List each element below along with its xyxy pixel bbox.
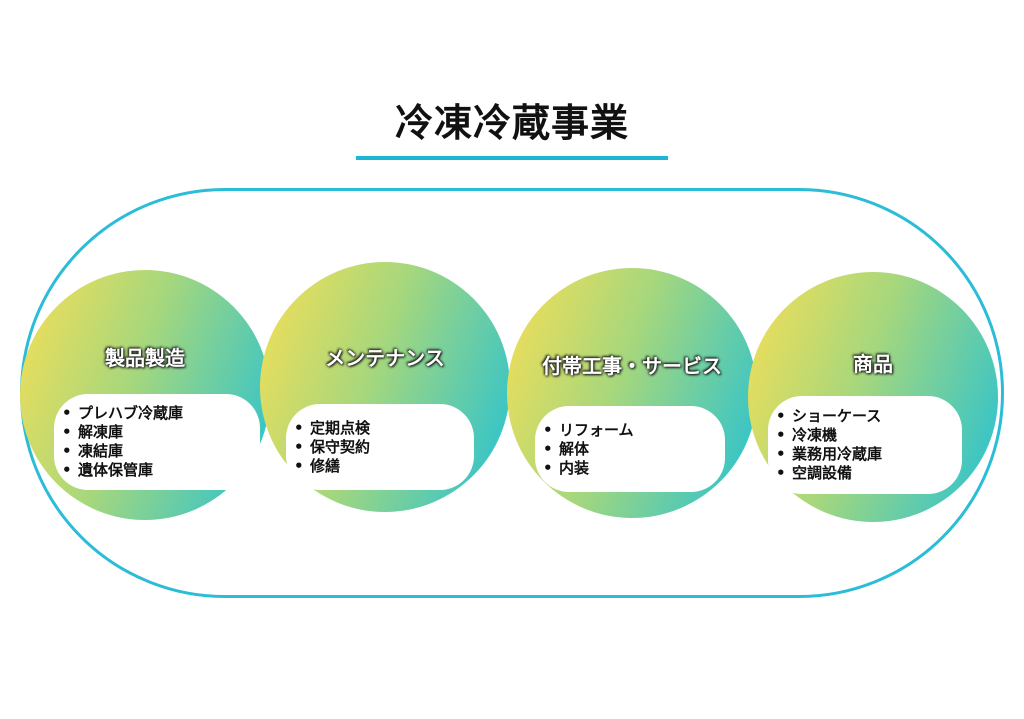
list-item: 凍結庫 (78, 442, 183, 461)
page-title: 冷凍冷蔵事業 (394, 101, 629, 145)
category-title: 付帯工事・サービス (542, 354, 722, 378)
category-circle-services: 付帯工事・サービス リフォーム 解体 内装 (507, 268, 757, 518)
list-item: 空調設備 (792, 464, 882, 483)
category-title: 製品製造 (105, 346, 185, 370)
list-item: プレハブ冷蔵庫 (78, 404, 183, 423)
category-title: 商品 (853, 352, 893, 376)
list-item: 定期点検 (310, 419, 370, 438)
list-item: 業務用冷蔵庫 (792, 445, 882, 464)
list-item: 修繕 (310, 457, 370, 476)
list-item: 保守契約 (310, 438, 370, 457)
category-circle-manufacturing: 製品製造 プレハブ冷蔵庫 解凍庫 凍結庫 遺体保管庫 (20, 270, 270, 520)
category-title: メンテナンス (325, 346, 445, 370)
category-item-list: ショーケース 冷凍機 業務用冷蔵庫 空調設備 (768, 396, 962, 494)
category-circle-maintenance: メンテナンス 定期点検 保守契約 修繕 (260, 262, 510, 512)
list-item: 内装 (559, 459, 634, 478)
list-item: 冷凍機 (792, 426, 882, 445)
category-item-list: プレハブ冷蔵庫 解凍庫 凍結庫 遺体保管庫 (54, 394, 260, 490)
list-item: 解体 (559, 440, 634, 459)
category-item-list: リフォーム 解体 内装 (535, 406, 725, 492)
list-item: 解凍庫 (78, 423, 183, 442)
title-underline (356, 156, 668, 160)
list-item: リフォーム (559, 421, 634, 440)
list-item: ショーケース (792, 407, 882, 426)
category-circle-products: 商品 ショーケース 冷凍機 業務用冷蔵庫 空調設備 (748, 272, 998, 522)
category-item-list: 定期点検 保守契約 修繕 (286, 404, 474, 490)
list-item: 遺体保管庫 (78, 461, 183, 480)
